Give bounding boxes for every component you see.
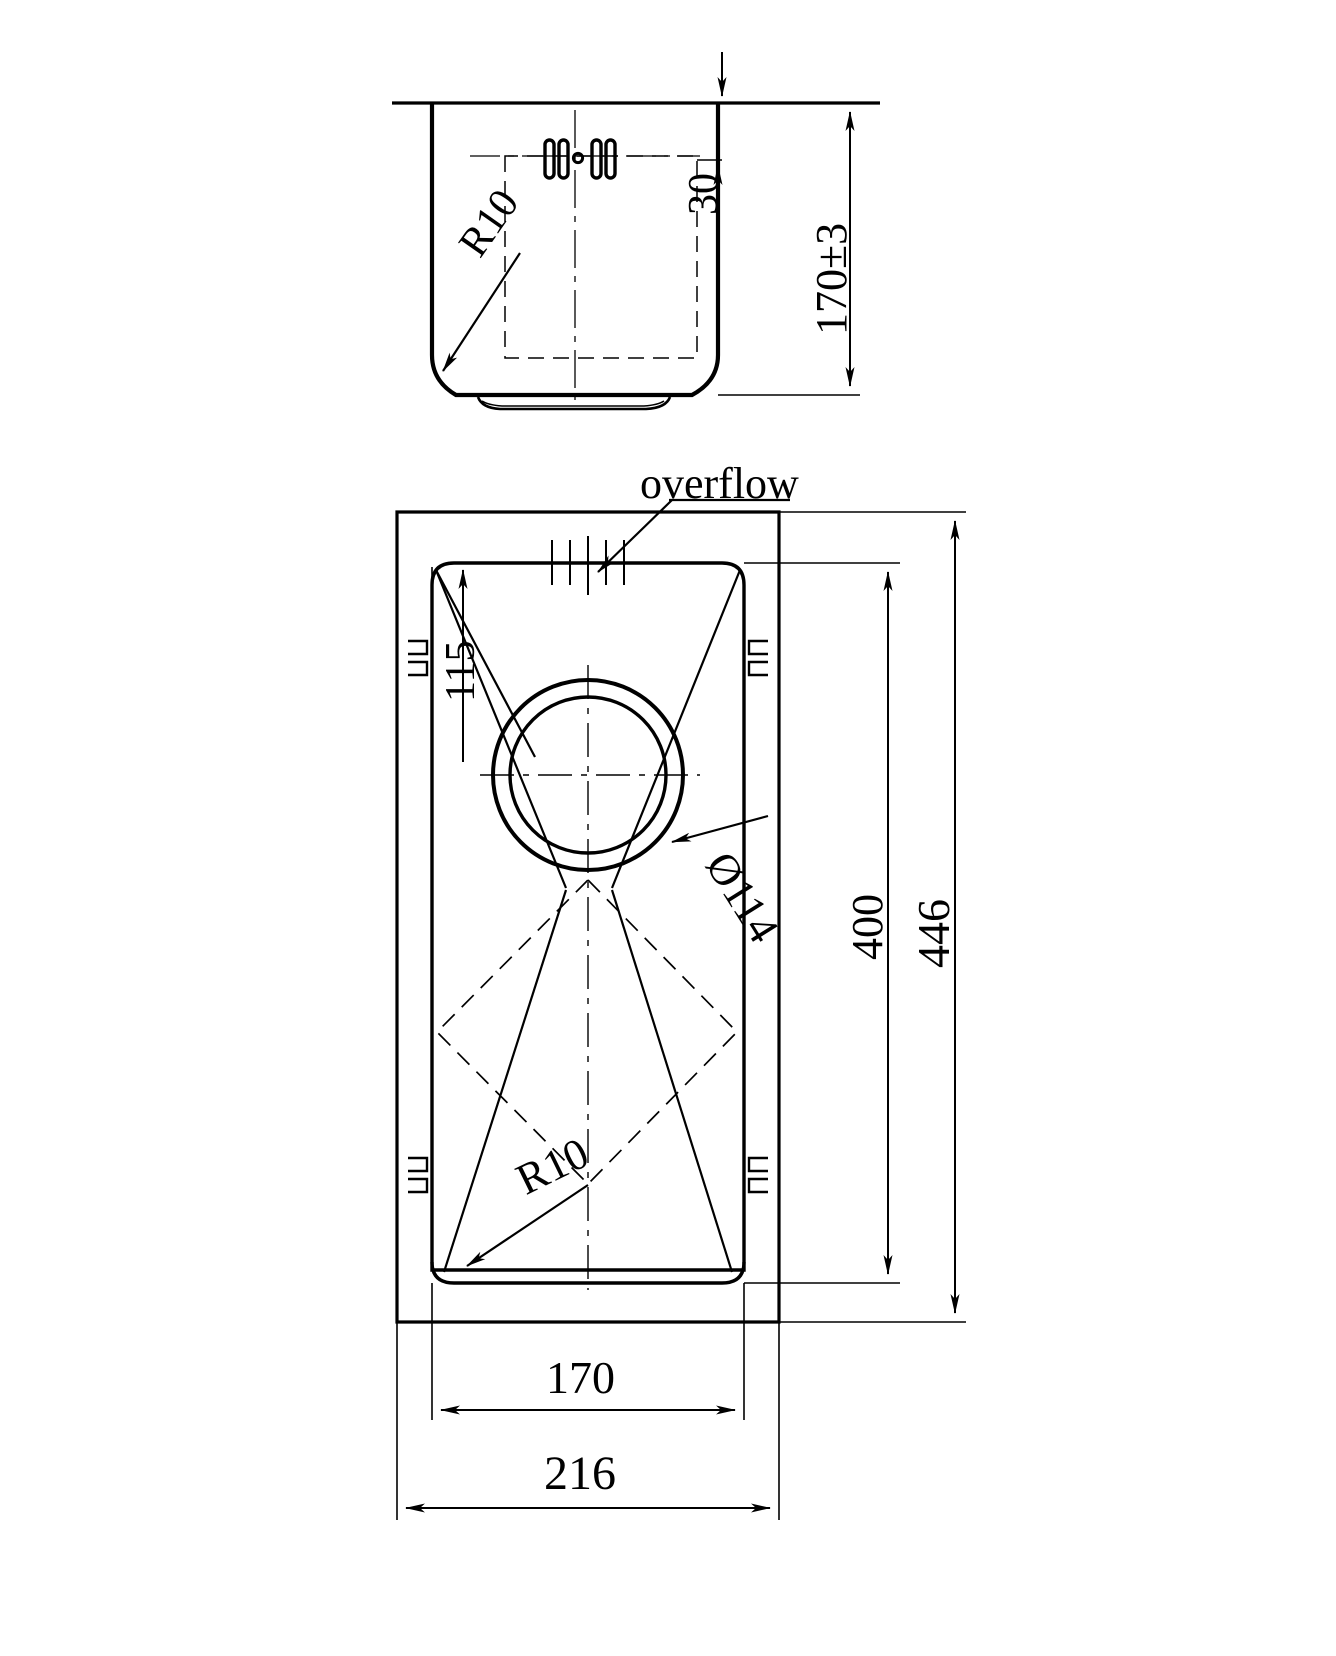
section-overflow-slots: [543, 138, 617, 180]
dimension-label-115: 115: [438, 640, 484, 702]
plan-dim-216: [396, 1322, 780, 1520]
plan-dia114-leader: [671, 814, 769, 844]
dimension-label-400: 400: [843, 894, 892, 960]
plan-overflow-slots: [551, 536, 625, 595]
plan-mounting-clips: [408, 639, 768, 1194]
plan-dim-446: [779, 511, 966, 1323]
section-dim-170: [717, 52, 860, 396]
plan-r10-leader: [466, 1184, 589, 1267]
plan-dim-115: [431, 567, 536, 770]
section-r10-leader: [442, 252, 521, 372]
callout-label-overflow: overflow: [640, 459, 799, 508]
dimension-label-170-tolerance: 170±3: [807, 222, 856, 335]
plan-overflow-leader: [597, 498, 790, 573]
dimension-label-216: 216: [544, 1447, 616, 1500]
plan-dim-400: [744, 562, 900, 1284]
dimension-label-446: 446: [908, 899, 959, 968]
dimension-label-170: 170: [546, 1352, 615, 1403]
section-dim-30: [697, 159, 723, 290]
plan-dim-170: [431, 1283, 745, 1420]
dimension-label-30: 30: [681, 173, 727, 215]
plan-view-geometry: [395, 510, 781, 1324]
